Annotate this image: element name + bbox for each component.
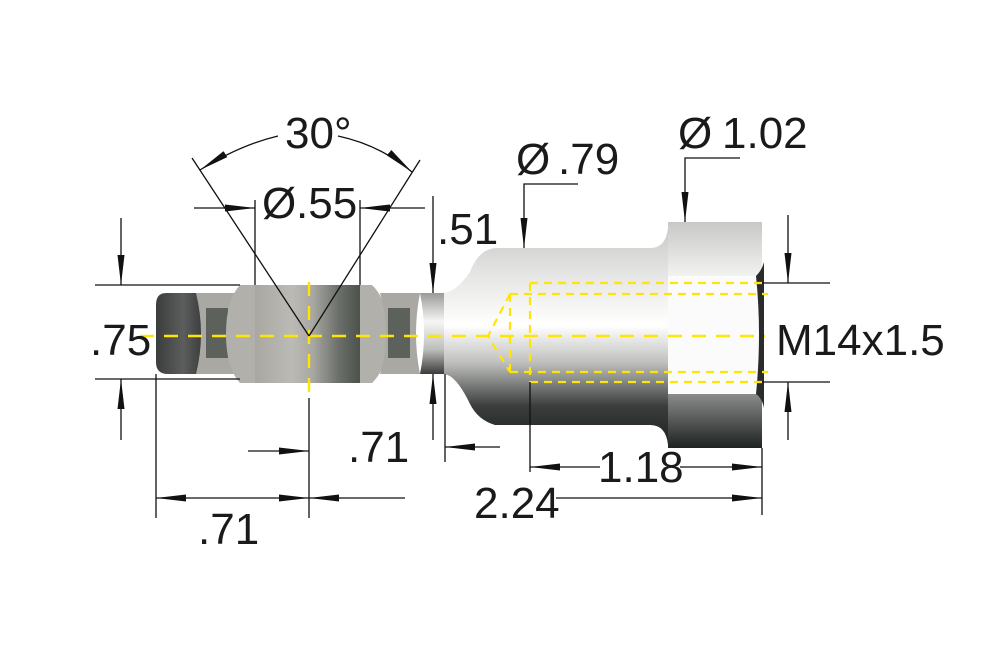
thread-depth-value: 1.18 [598, 443, 684, 492]
shank-diameter-value: .79 [558, 135, 619, 184]
hex-bottom-flat [668, 394, 762, 448]
ball-bore-dimension: Ø .55 [194, 179, 425, 285]
hex-top-flat [668, 222, 762, 276]
ball-bore-symbol: Ø [262, 179, 296, 228]
hex-diameter-value: 1.02 [722, 109, 808, 158]
left-to-center-value: .71 [198, 505, 259, 554]
angle-dimension: 30° [191, 109, 421, 337]
ball-width-value: .75 [90, 316, 151, 365]
overall-dimensions: .71 2.24 [156, 479, 762, 554]
ball-width-dimension: .75 [90, 218, 240, 440]
centerlines [140, 282, 765, 398]
center-to-neck-dimension: .71 [248, 423, 500, 472]
neck [420, 293, 446, 374]
neck-value: .51 [437, 205, 498, 254]
neck-dimension: .51 [429, 196, 498, 440]
shank-diameter-dimension: Ø .79 [516, 135, 619, 248]
hex-diameter-symbol: Ø [678, 109, 712, 158]
center-to-end-value: 2.24 [474, 479, 560, 528]
hidden-thread-lines [486, 281, 768, 384]
angle-label: 30° [285, 109, 352, 158]
hex-diameter-dimension: Ø 1.02 [678, 109, 808, 222]
shank-diameter-symbol: Ø [516, 135, 550, 184]
housing-slot-right [388, 308, 410, 358]
ball-bore-value: .55 [296, 179, 357, 228]
housing-slot-left [206, 308, 228, 358]
thread-depth-dimension: 1.18 [530, 443, 762, 492]
thread-dimension: M14x1.5 [762, 215, 945, 440]
thread-label: M14x1.5 [776, 316, 945, 365]
center-to-neck-value: .71 [348, 423, 409, 472]
housing-left-cap [156, 293, 210, 374]
